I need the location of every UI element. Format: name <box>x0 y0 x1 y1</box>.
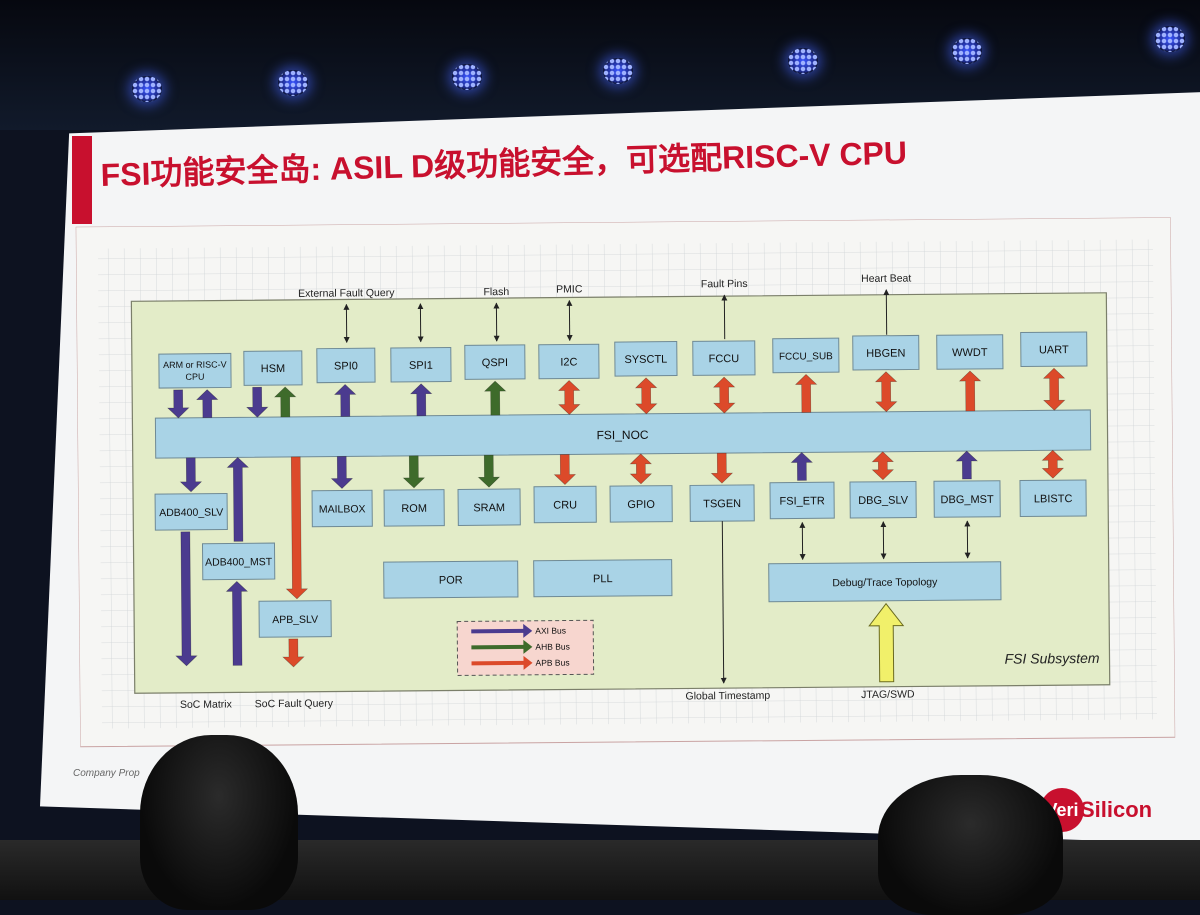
wwdt-label: WWDT <box>952 347 988 359</box>
title-accent-bar <box>72 136 92 224</box>
rom-label: ROM <box>401 503 427 515</box>
uart-label: UART <box>1039 344 1069 356</box>
stage-light <box>278 70 308 96</box>
label-heart-beat: Heart Beat <box>861 272 911 284</box>
stage-light <box>1155 26 1185 52</box>
label-pmic: PMIC <box>556 283 583 295</box>
adb400-slv-label: ADB400_SLV <box>159 507 223 520</box>
mailbox-label: MAILBOX <box>319 503 366 515</box>
fccu-sub-label: FCCU_SUB <box>779 351 833 362</box>
dbg-mst-label: DBG_MST <box>940 494 994 506</box>
stage-light <box>132 76 162 102</box>
dbg-slv-label: DBG_SLV <box>858 495 909 507</box>
i2c-label: I2C <box>560 356 577 368</box>
lbistc-label: LBISTC <box>1034 493 1073 505</box>
stage-light <box>788 48 818 74</box>
pll-label: PLL <box>593 573 613 585</box>
logo-text: Silicon <box>1080 797 1152 823</box>
hsm-label: HSM <box>261 363 286 375</box>
stage-light <box>603 58 633 84</box>
fsi-subsystem-label: FSI Subsystem <box>1005 650 1100 667</box>
hbgen-label: HBGEN <box>866 348 905 360</box>
label-flash: Flash <box>483 286 509 298</box>
legend-axi-label: AXI Bus <box>535 626 566 636</box>
gpio-label: GPIO <box>627 499 655 511</box>
fccu-label: FCCU <box>709 353 740 365</box>
fsi-etr-label: FSI_ETR <box>779 495 824 507</box>
fsi-block-diagram: External Fault Query Flash PMIC Fault Pi… <box>76 217 1176 757</box>
label-soc-fault-query: SoC Fault Query <box>255 698 334 711</box>
stage-light <box>952 38 982 64</box>
adb400-mst-label: ADB400_MST <box>205 556 273 569</box>
label-external-fault-query: External Fault Query <box>298 287 395 300</box>
debug-trace-topology-label: Debug/Trace Topology <box>832 576 938 589</box>
cru-label: CRU <box>553 499 577 511</box>
por-label: POR <box>439 574 463 586</box>
audience-head-right <box>878 775 1063 915</box>
sram-label: SRAM <box>473 502 505 514</box>
audience-head-left <box>140 735 298 910</box>
label-global-timestamp: Global Timestamp <box>685 690 770 703</box>
sysctl-label: SYSCTL <box>624 354 667 366</box>
tsgen-label: TSGEN <box>703 498 741 510</box>
qspi-label: QSPI <box>482 357 508 369</box>
legend-apb-label: APB Bus <box>535 657 569 667</box>
fsi-noc-label: FSI_NOC <box>596 428 648 442</box>
label-soc-matrix: SoC Matrix <box>180 698 233 710</box>
footer-confidential: Company Prop <box>73 768 140 779</box>
cpu-label-line1: ARM or RISC-V <box>163 359 227 370</box>
stage-light <box>452 64 482 90</box>
label-jtag-swd: JTAG/SWD <box>861 688 915 700</box>
cpu-label-line2: CPU <box>185 372 204 382</box>
apb-slv-label: APB_SLV <box>272 614 318 626</box>
spi0-label: SPI0 <box>334 360 358 372</box>
label-fault-pins: Fault Pins <box>701 278 748 290</box>
spi1-label: SPI1 <box>409 360 433 372</box>
legend-ahb-label: AHB Bus <box>535 641 570 651</box>
